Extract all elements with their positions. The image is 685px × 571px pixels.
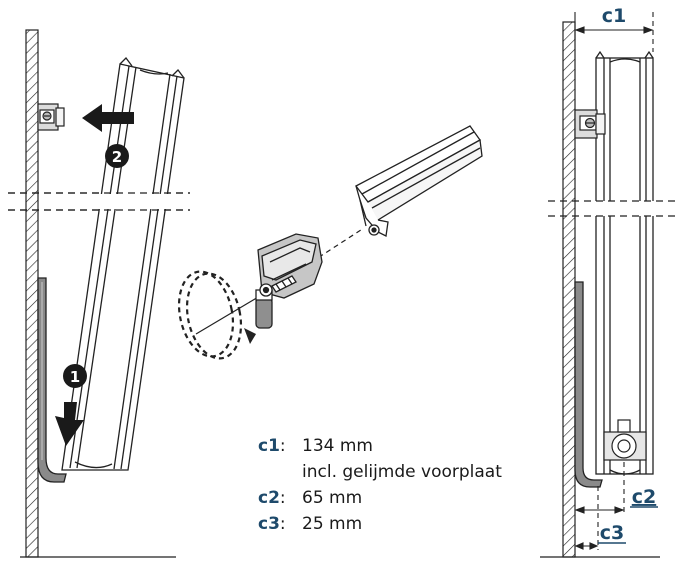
detail-radiator-profile	[355, 125, 483, 237]
legend-key-c2: c2	[258, 488, 280, 508]
legend-key-c1: c1	[258, 436, 280, 456]
dimension-lines	[574, 12, 654, 550]
dimension-legend: c1:134 mm incl. gelijmde voorplaat c2:65…	[258, 433, 558, 537]
left-wall-bracket	[37, 103, 65, 131]
legend-value-c1: 134 mm	[302, 436, 373, 456]
legend-value-c3: 25 mm	[302, 514, 363, 534]
rotation-indicator	[177, 270, 243, 360]
rotation-arrow-icon	[244, 328, 256, 344]
legend-row-c3: c3:25 mm	[258, 514, 363, 534]
legend-value-c2: 65 mm	[302, 488, 363, 508]
legend-key-c3: c3	[258, 514, 280, 534]
axis-line	[195, 295, 261, 335]
dimension-c2-label: c2	[632, 486, 656, 508]
legend-note-c1: incl. gelijmde voorplaat	[302, 462, 502, 482]
dimension-c1-label: c1	[602, 5, 626, 27]
dimension-c3-label: c3	[600, 522, 624, 544]
legend-row-c2: c2:65 mm	[258, 488, 363, 508]
right-break-lines	[548, 200, 676, 217]
left-radiator-tilted	[61, 57, 185, 471]
detail-clip	[255, 233, 323, 329]
right-lower-hook	[574, 281, 603, 488]
left-lower-hook	[37, 277, 67, 483]
arrow-down-icon: 1	[55, 364, 87, 446]
step-2-number: 2	[112, 148, 122, 166]
legend-row-c1: c1:134 mm	[258, 436, 373, 456]
right-wall-bracket	[574, 109, 606, 139]
arrow-left-icon: 2	[82, 104, 134, 168]
step-1-number: 1	[70, 368, 80, 386]
valve-connection-icon	[603, 419, 647, 461]
